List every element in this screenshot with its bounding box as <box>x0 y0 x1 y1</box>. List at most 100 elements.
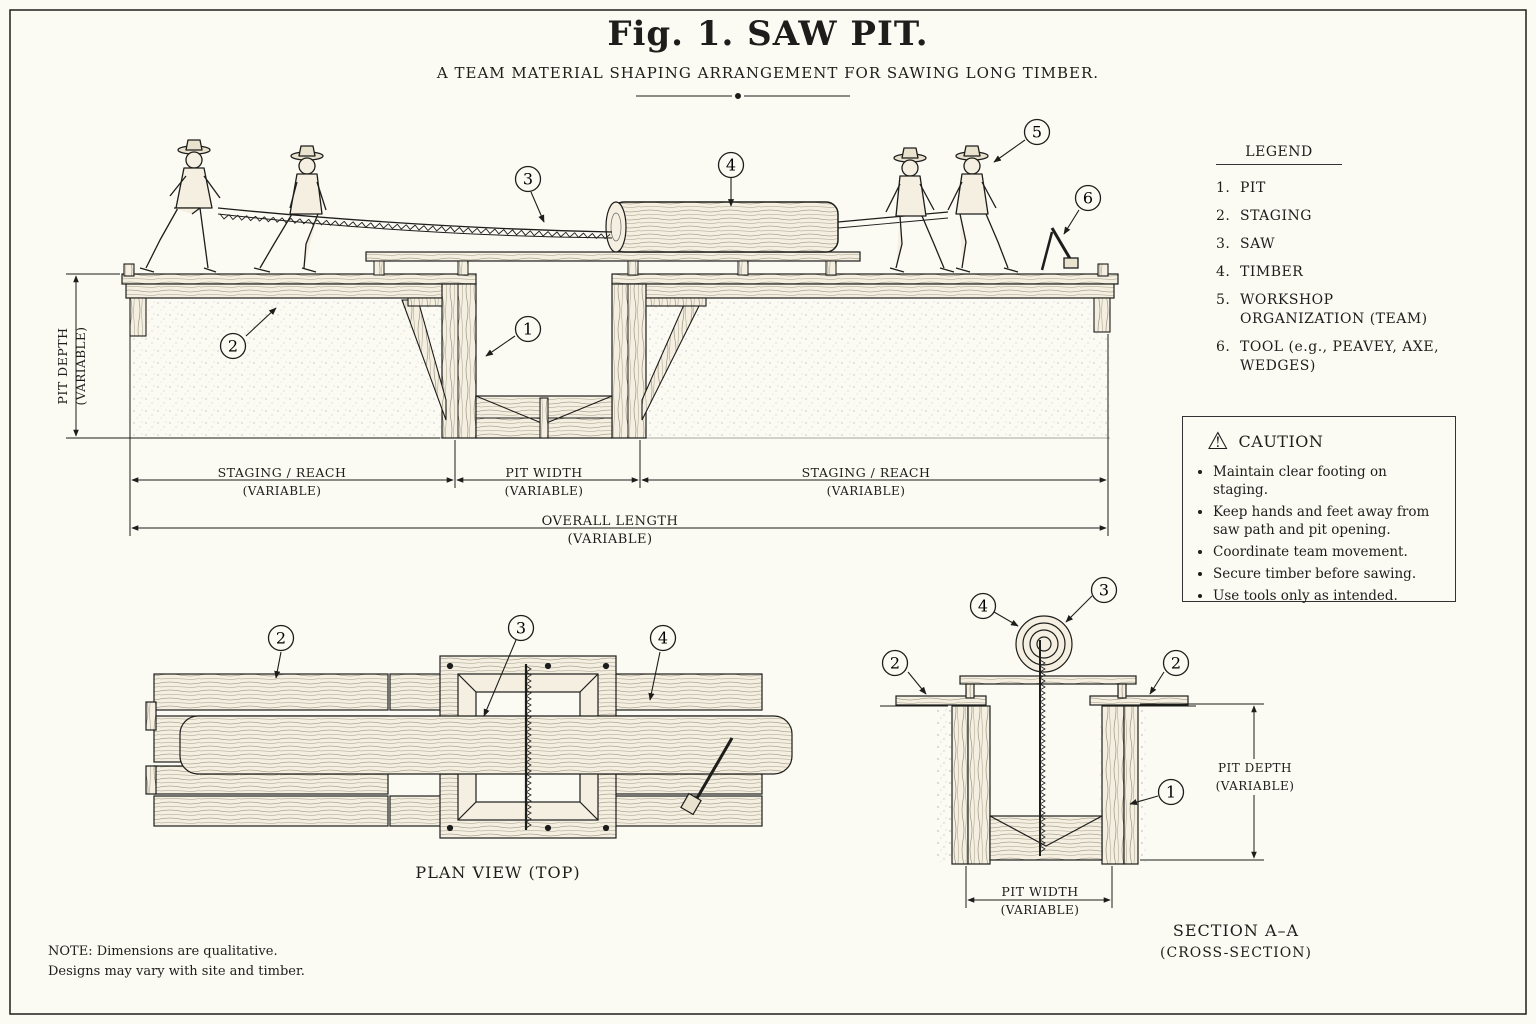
callout-1: 1 <box>1157 778 1185 806</box>
legend-item: 2. STAGING <box>1216 207 1460 226</box>
legend-list: 1.PIT 2. STAGING 3. SAW 4.TIMBER 5. WORKSHO… <box>1216 179 1460 376</box>
section-pit-width-text: PIT WIDTH <box>997 884 1083 899</box>
ground-soil-left <box>130 296 455 438</box>
section-title: SECTION A–A (CROSS-SECTION) <box>1146 920 1326 964</box>
overall-length-sub: (VARIABLE) <box>567 532 653 547</box>
sawyer-team <box>139 139 1019 273</box>
callout-number: 3 <box>523 170 533 189</box>
overall-length-label: OVERALL LENGTH (VARIABLE) <box>520 513 700 549</box>
timber-log <box>605 201 839 253</box>
legend-item-number: 2. <box>1216 208 1231 224</box>
caution-header: ⚠ CAUTION <box>1197 429 1441 453</box>
legend-item: 1.PIT <box>1216 179 1460 198</box>
staging-deck-right <box>611 273 1119 285</box>
caution-title: CAUTION <box>1238 431 1324 451</box>
callout-4: 4 <box>969 592 997 620</box>
callout-1: 1 <box>514 315 542 343</box>
legend-item: 3. SAW <box>1216 235 1460 254</box>
section-pit-width-label: PIT WIDTH (VARIABLE) <box>980 883 1100 919</box>
callout-number: 6 <box>1083 189 1093 208</box>
callout-circle <box>881 649 909 677</box>
callout-number: 1 <box>523 320 533 339</box>
sawyer-figure-2 <box>253 145 327 273</box>
footnote: NOTE: Dimensions are qualitative. Design… <box>48 942 305 982</box>
section-subtitle: (CROSS-SECTION) <box>1160 945 1312 961</box>
caution-item: Keep hands and feet away from saw path a… <box>1213 503 1441 539</box>
callout-circle <box>1162 649 1190 677</box>
section-title-text: SECTION A–A <box>1172 921 1300 940</box>
legend-item-label: WORKSHOP ORGANIZATION (TEAM) <box>1240 292 1428 327</box>
legend-title: LEGEND <box>1216 144 1342 165</box>
tool-axe <box>1040 227 1079 271</box>
callout-circle <box>507 614 535 642</box>
pit-width-label: PIT WIDTH (VARIABLE) <box>484 464 604 500</box>
pit-width-text: PIT WIDTH <box>505 465 583 480</box>
callout-4: 4 <box>717 151 745 179</box>
legend-item-number: 5. <box>1216 292 1231 308</box>
section-view <box>880 595 1264 908</box>
caution-list: Maintain clear footing on staging. Keep … <box>1197 463 1441 605</box>
legend-item-number: 3. <box>1216 236 1231 252</box>
staging-left-sub: (VARIABLE) <box>242 484 322 498</box>
legend-item: 4.TIMBER <box>1216 263 1460 282</box>
callout-circle <box>649 624 677 652</box>
ground-soil-right <box>640 296 1110 438</box>
caution-item: Coordinate team movement. <box>1213 543 1441 561</box>
caution-item: Maintain clear footing on staging. <box>1213 463 1441 499</box>
callout-circle <box>1074 184 1102 212</box>
section-timber-rings <box>1015 615 1073 673</box>
callout-5: 5 <box>1023 118 1051 146</box>
callout-3: 3 <box>507 614 535 642</box>
pit-wall-left <box>441 283 477 439</box>
section-pit-width-sub: (VARIABLE) <box>1000 903 1080 917</box>
caution-box: ⚠ CAUTION Maintain clear footing on stag… <box>1182 416 1456 605</box>
callout-number: 4 <box>726 156 736 175</box>
callout-number: 4 <box>658 629 668 648</box>
legend-item-label: STAGING <box>1240 208 1312 224</box>
callout-circle <box>514 165 542 193</box>
figure-subtitle: A TEAM MATERIAL SHAPING ARRANGEMENT FOR … <box>436 64 1100 82</box>
figure-title: Fig. 1. SAW PIT. <box>607 14 929 54</box>
callout-number: 2 <box>1171 654 1181 673</box>
sawyer-figure-1 <box>139 139 221 273</box>
legend-item-label: TOOL (e.g., PEAVEY, AXE, WEDGES) <box>1240 339 1440 374</box>
callout-2: 2 <box>881 649 909 677</box>
callout-number: 2 <box>228 337 238 356</box>
saw-blade <box>217 207 949 240</box>
legend-item-label: SAW <box>1240 236 1276 252</box>
footnote-line-2: Designs may vary with site and timber. <box>48 964 305 979</box>
callout-circle <box>969 592 997 620</box>
callout-number: 2 <box>890 654 900 673</box>
title-ornament <box>636 93 850 99</box>
callout-6: 6 <box>1074 184 1102 212</box>
elevation-callouts <box>245 139 1080 357</box>
staging-right-text: STAGING / REACH <box>801 465 931 480</box>
section-pit-depth-label: PIT DEPTH (VARIABLE) <box>1200 759 1310 795</box>
callout-number: 1 <box>1166 783 1176 802</box>
callout-number: 3 <box>516 619 526 638</box>
callout-circle <box>1090 576 1118 604</box>
pit-depth-label: PIT DEPTH (VARIABLE) <box>54 306 90 426</box>
legend-item-number: 4. <box>1216 264 1231 280</box>
callout-3: 3 <box>514 165 542 193</box>
callout-3: 3 <box>1090 576 1118 604</box>
callout-4: 4 <box>649 624 677 652</box>
legend-item-number: 1. <box>1216 180 1231 196</box>
callout-circle <box>267 624 295 652</box>
staging-left-text: STAGING / REACH <box>217 465 347 480</box>
pit-depth-sub: (VARIABLE) <box>74 326 88 406</box>
sawyer-figure-3 <box>885 147 955 273</box>
pit-depth-text: PIT DEPTH <box>55 327 70 405</box>
section-pit-depth-text: PIT DEPTH <box>1217 761 1293 775</box>
legend-item: 6.TOOL (e.g., PEAVEY, AXE, WEDGES) <box>1216 338 1460 376</box>
callout-2: 2 <box>1162 649 1190 677</box>
staging-left-label: STAGING / REACH (VARIABLE) <box>212 464 352 500</box>
callout-circle <box>1023 118 1051 146</box>
timber-rest-beam <box>365 251 861 262</box>
plan-view-title: PLAN VIEW (TOP) <box>415 863 581 882</box>
sheet-border <box>9 9 1527 1015</box>
caution-item: Secure timber before sawing. <box>1213 565 1441 583</box>
